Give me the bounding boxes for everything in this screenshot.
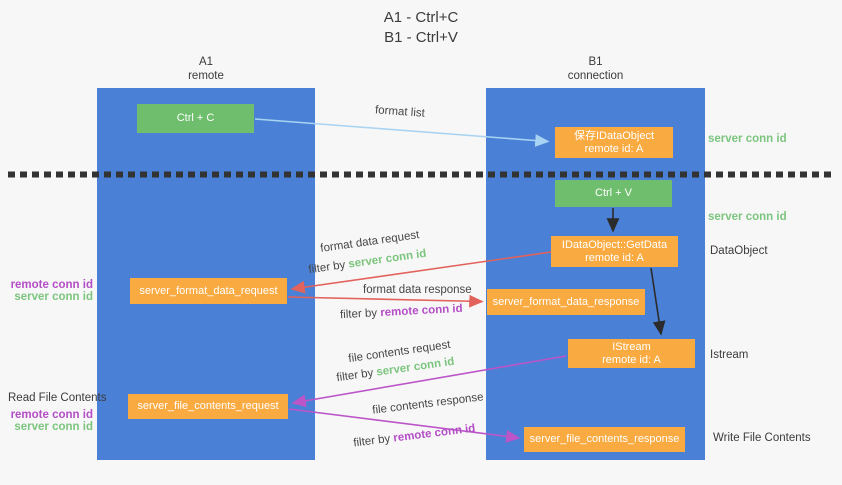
node-getdata-line2: remote id: A xyxy=(585,251,644,264)
node-format-request-label: server_format_data_request xyxy=(139,284,278,297)
remote-conn-id-left-1: remote conn id xyxy=(10,279,93,291)
remote-conn-id-key: remote conn id xyxy=(392,422,476,445)
label-read-file-contents: Read File Contents xyxy=(8,392,107,404)
label-format-data-response: format data response xyxy=(363,284,472,296)
label-server-conn-id-top-right: server conn id xyxy=(708,133,787,145)
filter-by-prefix: filter by xyxy=(339,307,381,322)
node-ctrl-v-label: Ctrl + V xyxy=(595,187,632,199)
node-save-idataobject: 保存IDataObject remote id: A xyxy=(555,127,673,158)
diagram-title: A1 - Ctrl+C B1 - Ctrl+V xyxy=(0,8,842,48)
label-istream: Istream xyxy=(710,349,749,361)
arrow-format-data-response xyxy=(287,294,484,308)
node-idataobject-getdata: IDataObject::GetData remote id: A xyxy=(551,236,678,267)
node-istream-line2: remote id: A xyxy=(602,353,661,366)
label-dataobject: DataObject xyxy=(710,245,768,257)
node-istream-line1: IStream xyxy=(612,340,651,353)
remote-conn-id-key: remote conn id xyxy=(379,302,463,320)
server-conn-id-left-1: server conn id xyxy=(14,291,93,303)
node-format-response-label: server_format_data_response xyxy=(492,295,640,308)
node-server-format-data-response: server_format_data_response xyxy=(487,289,645,315)
node-istream: IStream remote id: A xyxy=(568,339,695,368)
node-server-file-contents-request: server_file_contents_request xyxy=(128,394,288,419)
node-getdata-line1: IDataObject::GetData xyxy=(561,238,668,251)
label-file-contents-response: file contents response xyxy=(371,391,485,417)
label-format-list: format list xyxy=(374,104,426,120)
node-ctrl-v: Ctrl + V xyxy=(555,180,672,207)
label-server-conn-id-mid-right: server conn id xyxy=(708,211,787,223)
filter-by-prefix: filter by xyxy=(335,366,378,385)
label-filter-by-remote-conn-id-2: filter by remote conn id xyxy=(353,423,476,450)
lane-b1-subtitle: connection xyxy=(567,70,624,82)
node-server-format-data-request: server_format_data_request xyxy=(130,278,287,304)
lane-a1-subtitle: remote xyxy=(188,70,224,82)
node-file-response-label: server_file_contents_response xyxy=(529,433,680,445)
label-conn-ids-left-1: remote conn id server conn id xyxy=(0,279,93,303)
server-conn-id-key: server conn id xyxy=(347,247,428,271)
node-ctrl-c: Ctrl + C xyxy=(137,104,254,133)
node-save-idataobject-line1: 保存IDataObject xyxy=(573,129,655,142)
title-line-1: A1 - Ctrl+C xyxy=(383,9,459,26)
label-filter-by-remote-conn-id-1: filter by remote conn id xyxy=(340,303,463,321)
label-write-file-contents: Write File Contents xyxy=(713,432,811,444)
label-conn-ids-left-2: remote conn id server conn id xyxy=(0,409,93,433)
lane-header-b1: B1 connection xyxy=(486,55,705,83)
filter-by-prefix: filter by xyxy=(352,432,395,450)
node-save-idataobject-line2: remote id: A xyxy=(584,142,644,155)
node-file-request-label: server_file_contents_request xyxy=(137,400,279,412)
server-conn-id-left-2: server conn id xyxy=(14,421,93,433)
lane-a1-name: A1 xyxy=(198,56,214,68)
lane-header-a1: A1 remote xyxy=(97,55,315,83)
title-line-2: B1 - Ctrl+V xyxy=(384,29,458,46)
node-ctrl-c-label: Ctrl + C xyxy=(176,112,215,124)
remote-conn-id-left-2: remote conn id xyxy=(10,409,93,421)
node-server-file-contents-response: server_file_contents_response xyxy=(524,427,685,452)
lane-b1-name: B1 xyxy=(588,56,603,68)
